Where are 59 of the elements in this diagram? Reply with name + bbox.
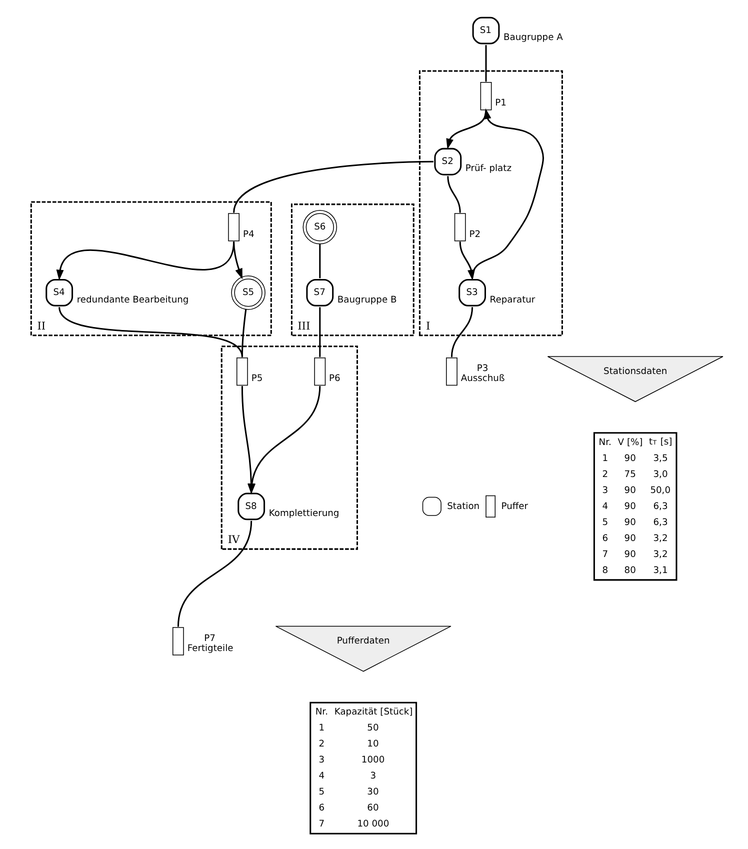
label: Kapazität [Stück] <box>334 707 413 718</box>
label: 6 <box>602 534 608 544</box>
node-label: Prüf- platz <box>465 164 512 174</box>
label: 7 <box>318 819 325 830</box>
legend-label: Puffer <box>501 502 528 512</box>
label: 90 <box>624 502 636 512</box>
node-label: redundante Bearbeitung <box>76 295 189 306</box>
label: 6,3 <box>653 518 668 528</box>
label: 1000 <box>361 755 385 766</box>
label: 8 <box>602 566 608 576</box>
label: 50,0 <box>650 486 671 496</box>
label: 1 <box>318 723 325 734</box>
label: 90 <box>624 518 636 528</box>
label: Nr. <box>315 707 328 718</box>
label: 5 <box>602 518 608 528</box>
label: 80 <box>624 566 636 576</box>
label: 90 <box>624 454 636 464</box>
label: V [%] <box>618 438 643 448</box>
node-label: Fertigteile <box>187 644 234 654</box>
label: 50 <box>367 723 379 734</box>
label: 3 <box>602 486 608 496</box>
node-label: P7 <box>204 634 216 644</box>
label: 2 <box>602 470 608 480</box>
label: 75 <box>624 470 636 480</box>
node-label: P3 <box>476 364 488 374</box>
node-label: Reparatur <box>490 295 536 306</box>
label: 10 000 <box>357 819 390 830</box>
label: 3 <box>318 755 325 766</box>
label: 10 <box>367 739 379 750</box>
label: 1 <box>602 454 608 464</box>
node-label: Komplettierung <box>268 509 340 520</box>
label: 6,3 <box>653 502 668 512</box>
node-label: P5 <box>251 374 263 384</box>
node-label: P4 <box>242 230 254 240</box>
node-label: P2 <box>469 230 481 240</box>
legend-label: Station <box>447 502 480 512</box>
label: 3,2 <box>653 534 668 544</box>
node-label: P1 <box>495 98 506 109</box>
label: Nr. <box>598 438 612 448</box>
label: 6 <box>318 803 325 814</box>
label: 2 <box>318 739 325 750</box>
label: 30 <box>367 787 379 798</box>
node-label: Baugruppe A <box>504 33 563 44</box>
label: 3 <box>370 771 376 782</box>
label: 5 <box>318 787 325 798</box>
node-label: Baugruppe B <box>337 295 397 306</box>
node-label: P6 <box>329 374 340 384</box>
node-label: Ausschuß <box>460 374 505 384</box>
label: 4 <box>602 502 608 512</box>
label: 4 <box>318 771 325 782</box>
label: 90 <box>624 550 636 560</box>
label: 3,5 <box>653 454 668 464</box>
label: 3,2 <box>653 550 668 560</box>
label: 3,1 <box>653 566 668 576</box>
label: 7 <box>602 550 608 560</box>
label: 60 <box>367 803 379 814</box>
label: 3,0 <box>653 470 668 480</box>
label: 90 <box>624 486 636 496</box>
label: 90 <box>624 534 636 544</box>
